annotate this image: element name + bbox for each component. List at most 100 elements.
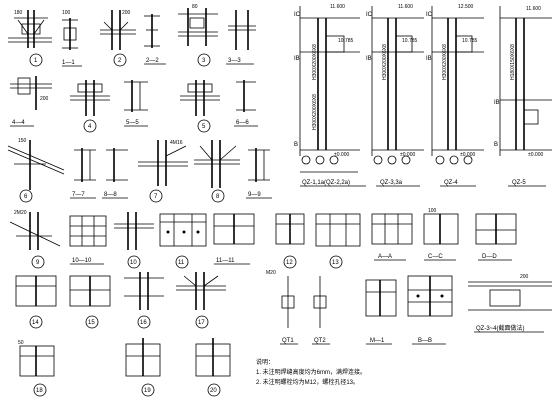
column-qz1: IC IB B 11.600 10.785 ±0.000 H300X200X6X… <box>294 4 366 187</box>
dim-label: 50 <box>18 340 24 346</box>
detail-number: 15 <box>88 320 95 326</box>
dim-label: 100 <box>62 10 71 16</box>
detail-9: 2M20 9 <box>9 210 61 269</box>
section-label: 6—6 <box>236 120 249 126</box>
detail-number: 14 <box>32 320 39 326</box>
detail-4: 4 <box>70 80 110 133</box>
section-9-9: 9—9 <box>246 148 272 199</box>
dim-label: 4M16 <box>170 140 183 146</box>
member-mark: H300X200X6X8 <box>312 94 318 130</box>
dim-label: 150 <box>18 138 27 144</box>
detail-10: 10 <box>114 212 154 269</box>
detail-12: 12 <box>275 213 305 269</box>
detail-5: 5 <box>180 80 220 133</box>
member-mark: H180X150X6X8 <box>510 44 516 80</box>
axis-label: IB <box>366 56 372 62</box>
elevation: 12.500 <box>458 4 474 10</box>
section-M-1: M—1 <box>365 279 397 345</box>
detail-number: 16 <box>140 320 147 326</box>
section-4-4: 200 4—4 <box>10 76 52 127</box>
column-qz4: IC IB 12.500 10.785 ±0.000 H300X200X6X8 … <box>426 4 484 187</box>
elevation: 10.785 <box>462 38 478 44</box>
detail-number: 11 <box>178 260 185 266</box>
axis-label: IC <box>294 12 301 18</box>
column-label: QZ-4 <box>444 180 458 186</box>
detail-13: 13 <box>315 213 361 269</box>
section-label: 11—11 <box>216 258 235 264</box>
detail-11: 11 <box>159 213 207 269</box>
column-qz5: IB B 11.600 ±0.000 H180X150X6X8 QZ-5 <box>494 6 552 187</box>
column-qz3: IC IB 11.600 10.785 ±0.000 H300X200X6X8 … <box>366 4 424 187</box>
axis-label: B <box>294 142 298 148</box>
section-label: M—1 <box>370 338 385 344</box>
notes-line-2: 2. 未注明螺栓均为M12，螺栓孔径13。 <box>256 378 359 386</box>
detail-15: 15 <box>69 275 111 329</box>
section-label: 2—2 <box>146 58 159 64</box>
section-5-5: 5—5 <box>124 80 148 127</box>
dim-label: 200 <box>40 96 49 102</box>
dim-label: 180 <box>14 10 23 16</box>
section-1-1: 100 1—1 <box>62 10 82 67</box>
detail-number-circle <box>29 53 43 67</box>
notes-line-1: 1. 未注明焊缝高度均为6mm，满焊连接。 <box>256 368 366 376</box>
member-mark: H300X200X6X8 <box>312 44 318 80</box>
axis-label: IC <box>366 12 373 18</box>
section-label: 9—9 <box>248 192 261 198</box>
section-label: 1—1 <box>62 60 75 66</box>
detail-number: 20 <box>210 388 217 394</box>
detail-number: 13 <box>332 260 339 266</box>
section-label: 7—7 <box>72 192 85 198</box>
detail-number: 5 <box>202 124 206 130</box>
detail-number: 9 <box>36 260 40 266</box>
detail-number: 3 <box>202 58 206 64</box>
detail-18: 50 18 <box>18 340 55 397</box>
section-label: B—B <box>418 338 432 344</box>
dim-label: M20 <box>266 270 276 276</box>
detail-8: 8 <box>194 140 240 203</box>
column-label: QZ-5 <box>512 180 526 186</box>
section-label: 10—10 <box>72 258 92 264</box>
section-B-B: B—B <box>407 275 453 345</box>
detail-1: 180 1 <box>8 10 52 67</box>
detail-number: 18 <box>36 388 43 394</box>
axis-label: IC <box>426 12 433 18</box>
dim-label: 200 <box>520 274 529 280</box>
detail-19: 19 <box>125 338 161 397</box>
notes-title: 说明： <box>256 358 274 366</box>
elevation: ±0.000 <box>460 152 475 158</box>
elevation: 11.600 <box>330 4 345 10</box>
section-label: 5—5 <box>126 120 139 126</box>
detail-17: 17 <box>176 272 226 329</box>
elevation: ±0.000 <box>400 152 415 158</box>
general-notes: 说明： 1. 未注明焊缝高度均为6mm，满焊连接。 2. 未注明螺栓均为M12，… <box>256 358 366 386</box>
detail-16: 16 <box>124 272 164 329</box>
column-label: QT1 <box>282 338 294 344</box>
dim-label: 100 <box>428 208 437 214</box>
elevation: 10.785 <box>338 38 354 44</box>
axis-label: B <box>494 142 498 148</box>
section-label: D—D <box>482 254 497 260</box>
detail-number: 7 <box>154 194 158 200</box>
section-7-7: 7—7 <box>70 148 96 199</box>
detail-number: 10 <box>130 260 137 266</box>
axis-label: IB <box>294 56 300 62</box>
section-label: A—A <box>378 254 392 260</box>
dim-label: 2M20 <box>14 210 27 216</box>
qz-sub-detail: 200 QZ-3~4(截面做法) <box>468 274 552 333</box>
detail-number: 4 <box>88 124 92 130</box>
section-10-10: 10—10 <box>69 215 107 265</box>
member-mark: H300X200X6X8 <box>442 44 448 80</box>
detail-number: 2 <box>118 58 122 64</box>
elevation: 11.600 <box>398 4 413 10</box>
section-label: 8—8 <box>104 192 117 198</box>
section-label: 4—4 <box>12 120 25 126</box>
elevation: 10.785 <box>402 38 418 44</box>
section-D-D: D—D <box>475 213 517 261</box>
dim-label: 80 <box>192 4 198 10</box>
detail-number: 8 <box>216 194 220 200</box>
detail-number: 19 <box>144 388 151 394</box>
section-C-C: 100 C—C <box>423 208 459 261</box>
section-11-11: 11—11 <box>213 213 255 265</box>
